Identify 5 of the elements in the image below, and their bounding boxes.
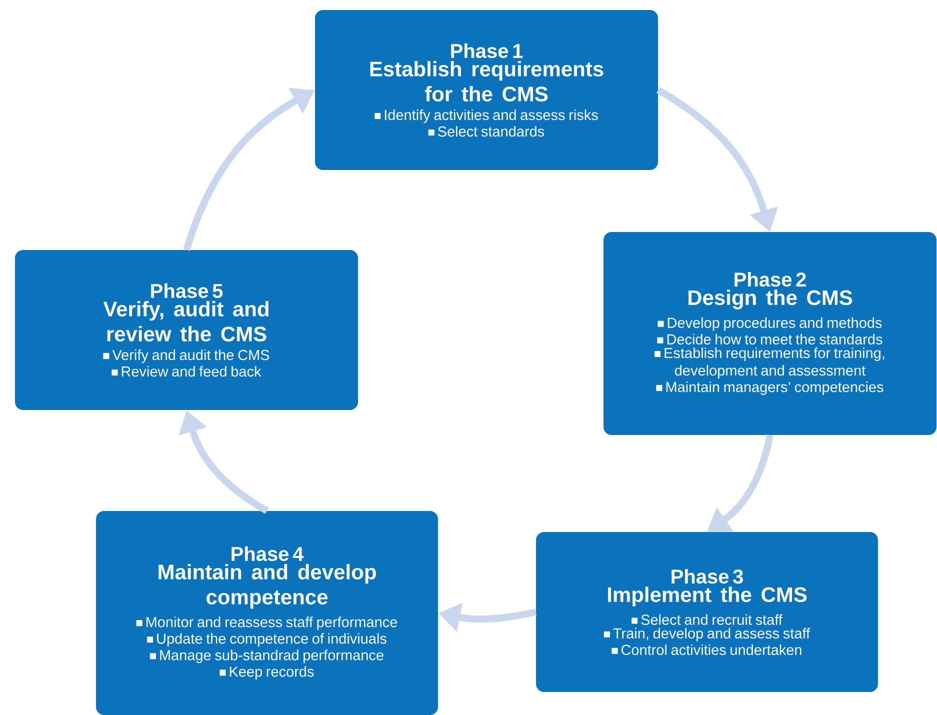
phase-box: Phase 1 Establish requirements for the CMS Identify activities and assess risks Select standards [315, 10, 658, 170]
phase-box: Phase 4 Maintain and develop competence Monitor and reassess staff performance Update the competence of indiviuals Manage sub-standrad performance Keep records [96, 511, 438, 715]
phase-box: Phase 5 Verify, audit and review the CMS Verify and audit the CMS Review and feed back [15, 250, 358, 410]
phase-box: Phase 3 Implement the CMS Select and recruit staff Train, develop and assess staff Control activities undertaken [536, 532, 878, 692]
phase-box: Phase 2 Design the CMS Develop procedures and methods Decide how to meet the standards Establish requirements for training, development and assessment Maintain managers’ competencies [604, 232, 936, 435]
